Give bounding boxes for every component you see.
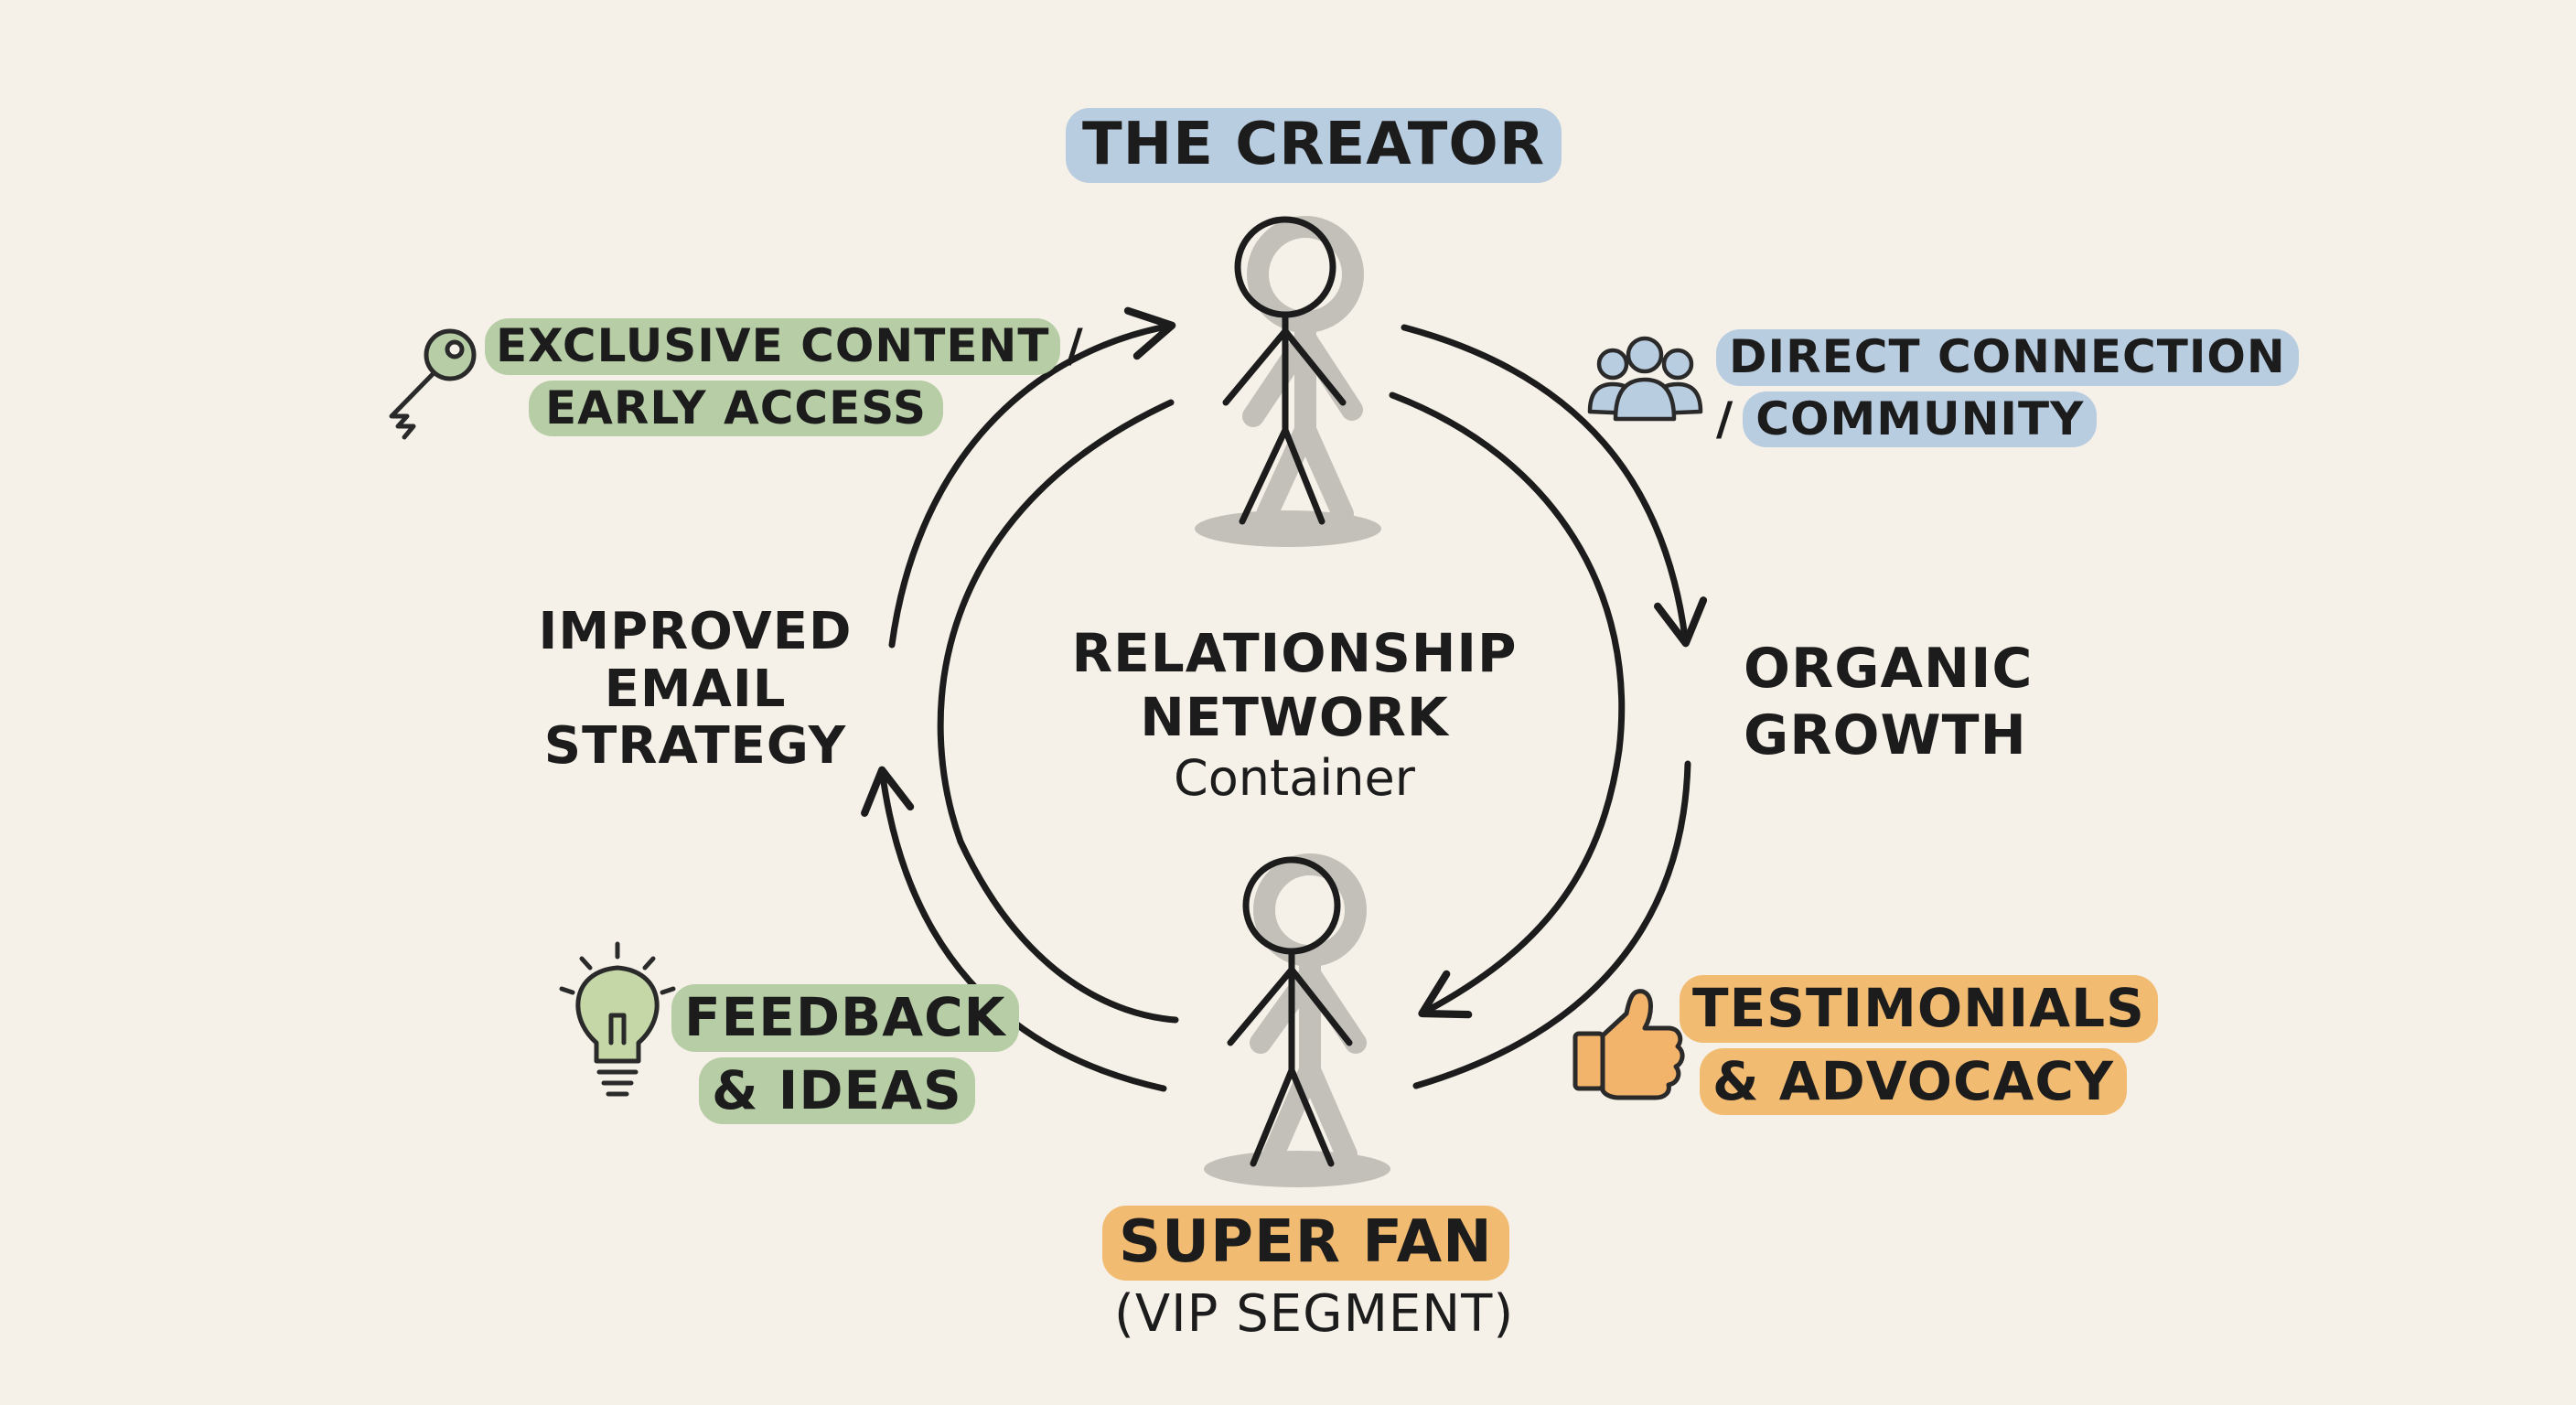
creator-title: THE CREATOR [1066,108,1562,183]
super-fan-title: SUPER FAN [1102,1206,1509,1281]
testimonials-line-2: & ADVOCACY [1700,1047,2127,1116]
exclusive-content-slash: / [1066,319,1084,372]
thumbs-up-icon [1572,989,1685,1100]
improved-email-line-2: EMAIL [604,659,787,719]
arrow-outer-bottom-right [1412,760,1691,1089]
center-line-3: Container [1174,749,1415,808]
lightbulb-icon [559,941,676,1097]
exclusive-content-label: EXCLUSIVE CONTENT / EARLY ACCESS [485,318,1084,436]
improved-email-strategy-label: IMPROVED EMAIL STRATEGY [531,602,860,777]
exclusive-content-line-2: EARLY ACCESS [529,380,944,436]
arrow-inner-left [937,399,1179,1024]
arrow-outer-top-left [888,306,1176,649]
organic-growth-label: ORGANIC GROWTH [1744,636,2033,769]
organic-growth-line-1: ORGANIC [1744,637,2034,701]
improved-email-line-1: IMPROVED [538,602,853,661]
center-label: RELATIONSHIP NETWORK Container [1071,622,1516,809]
arrow-outer-top-right [1401,324,1708,648]
direct-connection-line-1: DIRECT CONNECTION [1716,329,2299,386]
super-fan-figure-icon [1204,853,1390,1187]
center-line-2: NETWORK [1140,685,1449,748]
creator-figure-icon [1195,216,1381,547]
arrow-outer-bottom-left [861,766,1167,1092]
key-icon [389,328,477,440]
super-fan-label: SUPER FAN [1102,1206,1509,1281]
direct-connection-label: DIRECT CONNECTION / COMMUNITY [1716,329,2299,447]
exclusive-content-line-1: EXCLUSIVE CONTENT [485,318,1061,375]
testimonials-advocacy-label: TESTIMONIALS & ADVOCACY [1680,975,2158,1116]
feedback-line-1: FEEDBACK [671,984,1019,1052]
super-fan-sublabel: (VIP SEGMENT) [1114,1284,1515,1344]
people-icon [1587,336,1703,422]
feedback-ideas-label: FEEDBACK & IDEAS [671,984,1019,1125]
direct-connection-slash: / [1716,391,1734,445]
organic-growth-line-2: GROWTH [1744,703,2027,768]
arrow-inner-right [1389,391,1626,1019]
direct-connection-line-2: COMMUNITY [1743,391,2098,447]
super-fan-segment: (VIP SEGMENT) [1114,1284,1515,1344]
creator-label: THE CREATOR [1066,108,1562,183]
feedback-line-2: & IDEAS [699,1056,975,1125]
center-line-1: RELATIONSHIP [1071,622,1518,684]
testimonials-line-1: TESTIMONIALS [1680,975,2158,1043]
improved-email-line-3: STRATEGY [543,716,847,777]
